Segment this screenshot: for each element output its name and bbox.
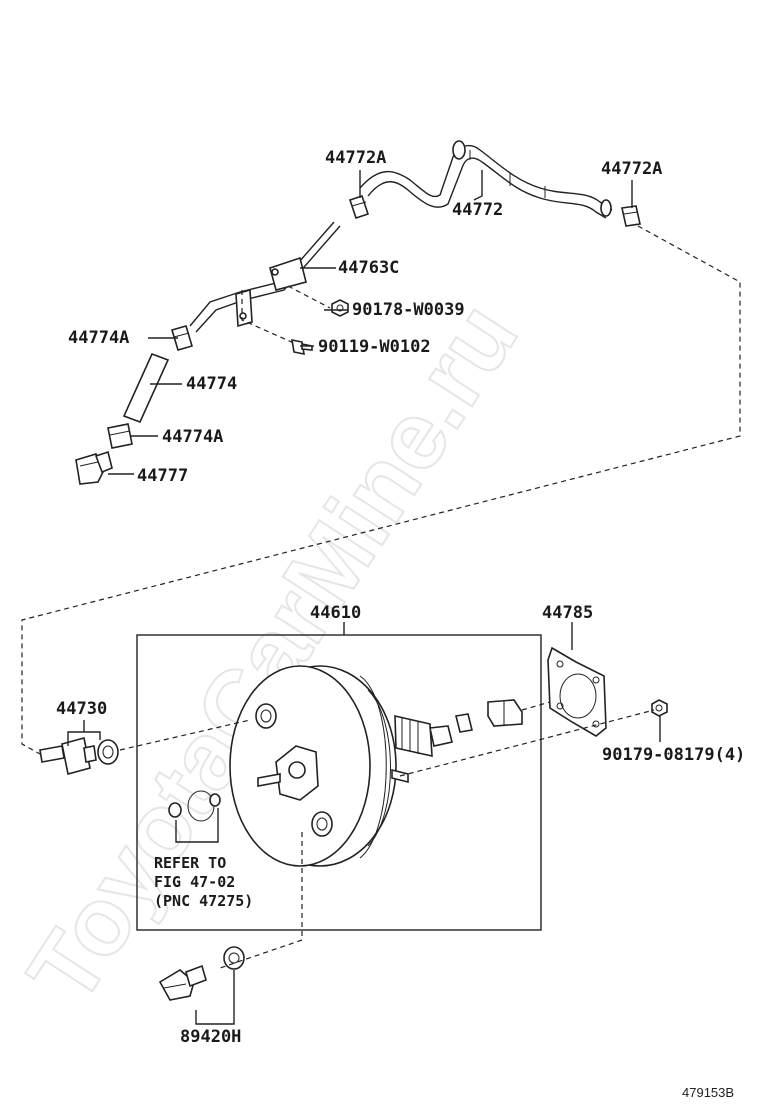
reference-note-line2: FIG 47-02 [154, 873, 235, 891]
label-90179-08179: 90179-08179(4) [602, 745, 745, 765]
label-44763C: 44763C [338, 258, 399, 278]
label-44774: 44774 [186, 374, 237, 394]
figure-id: 479153B [682, 1085, 734, 1100]
brake-booster-44610[interactable] [229, 665, 453, 867]
leader-lines [67, 170, 661, 1025]
label-90119-W0102: 90119-W0102 [318, 337, 431, 357]
label-44774A-lower: 44774A [162, 427, 223, 447]
clamp-44774A-upper[interactable] [171, 325, 193, 351]
sensor-89420H[interactable] [158, 964, 207, 1001]
reference-note-line1: REFER TO [154, 854, 226, 872]
dashed-connectors [21, 225, 741, 969]
label-44774A-upper: 44774A [68, 328, 129, 348]
label-44772A-left: 44772A [325, 148, 386, 168]
clevis-yoke[interactable] [487, 699, 523, 727]
gasket-44785[interactable] [547, 646, 607, 737]
bushing-near-rod[interactable] [455, 713, 473, 733]
grommet-44730[interactable] [97, 739, 119, 765]
label-89420H: 89420H [180, 1027, 241, 1047]
clamp-44772A-left[interactable] [348, 194, 370, 220]
nut-90179-08179[interactable] [651, 699, 668, 717]
reference-note-line3: (PNC 47275) [154, 892, 253, 910]
label-44730: 44730 [56, 699, 107, 719]
hose-44774[interactable] [122, 352, 170, 424]
grommet-89420H[interactable] [223, 946, 245, 970]
clamp-44774A-lower[interactable] [107, 423, 133, 449]
label-44610: 44610 [310, 603, 361, 623]
check-valve-44777[interactable] [75, 450, 113, 485]
bolt-90119-W0102[interactable] [291, 338, 313, 356]
label-44772: 44772 [452, 200, 503, 220]
brake-booster-box [136, 634, 542, 931]
vacuum-hose-upper-44772[interactable] [359, 140, 613, 219]
label-44785: 44785 [542, 603, 593, 623]
label-90178-W0039: 90178-W0039 [352, 300, 465, 320]
nut-90178-W0039[interactable] [331, 299, 349, 317]
label-44777: 44777 [137, 466, 188, 486]
check-valve-44730[interactable] [39, 737, 97, 775]
vacuum-tube-44763C[interactable] [189, 221, 341, 333]
watermark: ToyotaCarMine.ru [8, 285, 538, 1022]
ref-fitting-47275[interactable] [168, 790, 221, 822]
label-44772A-right: 44772A [601, 159, 662, 179]
clamp-44772A-right[interactable] [621, 205, 641, 227]
